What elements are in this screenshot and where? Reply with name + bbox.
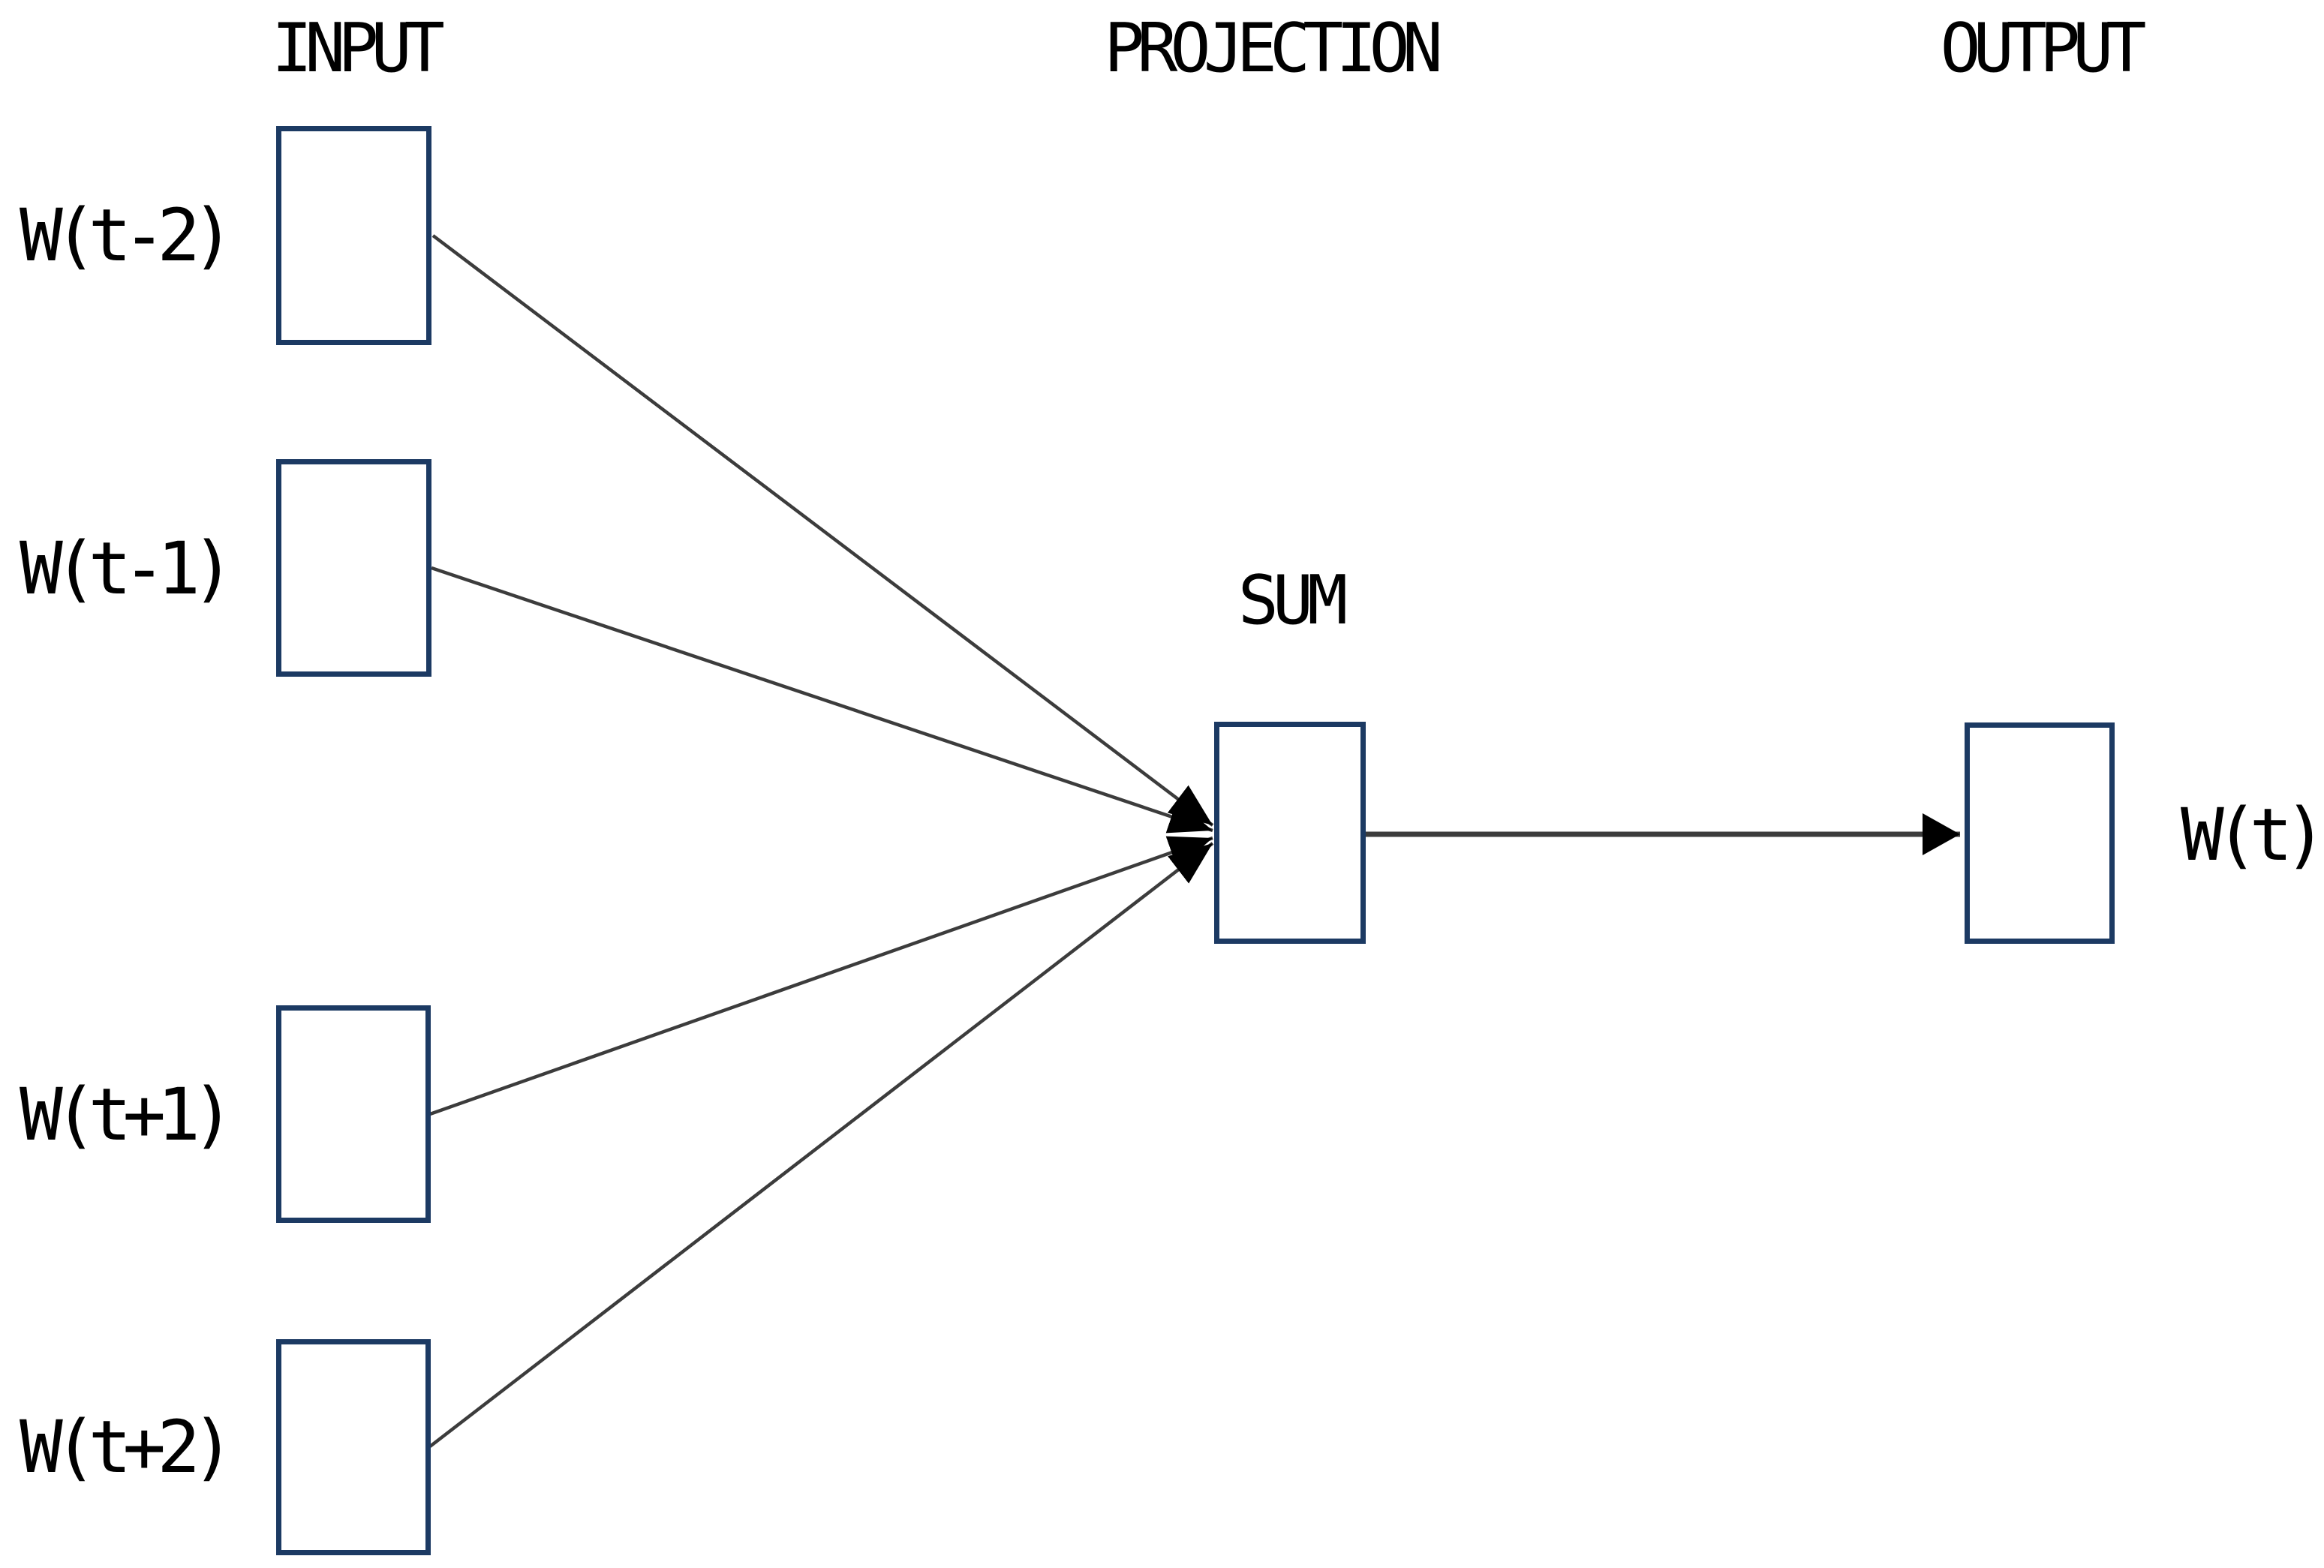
input-box-t-plus-2 xyxy=(276,1339,431,1555)
input-box-t-plus-1 xyxy=(276,1005,431,1223)
input-box-t-minus-2 xyxy=(276,126,431,345)
input-label-t-minus-1: W(t-1) xyxy=(20,527,235,611)
column-header-input: INPUT xyxy=(272,9,445,88)
input-label-t-plus-1: W(t+1) xyxy=(20,1073,235,1157)
sum-label: SUM xyxy=(1237,561,1348,640)
input-label-t-minus-2: W(t-2) xyxy=(20,194,235,278)
output-label-w-t: W(t) xyxy=(2181,793,2324,877)
input-box-t-minus-1 xyxy=(276,459,431,677)
connector-line-t-minus-2 xyxy=(431,234,1214,827)
connector-line-t-plus-1 xyxy=(429,836,1213,1116)
column-header-projection: PROJECTION xyxy=(1104,9,1443,88)
sum-box xyxy=(1214,722,1366,944)
output-box xyxy=(1965,722,2115,944)
connector-line-t-plus-2 xyxy=(428,842,1214,1448)
connector-line-t-minus-1 xyxy=(431,566,1213,834)
input-label-t-plus-2: W(t+2) xyxy=(20,1405,235,1489)
column-header-output: OUTPUT xyxy=(1940,9,2146,88)
